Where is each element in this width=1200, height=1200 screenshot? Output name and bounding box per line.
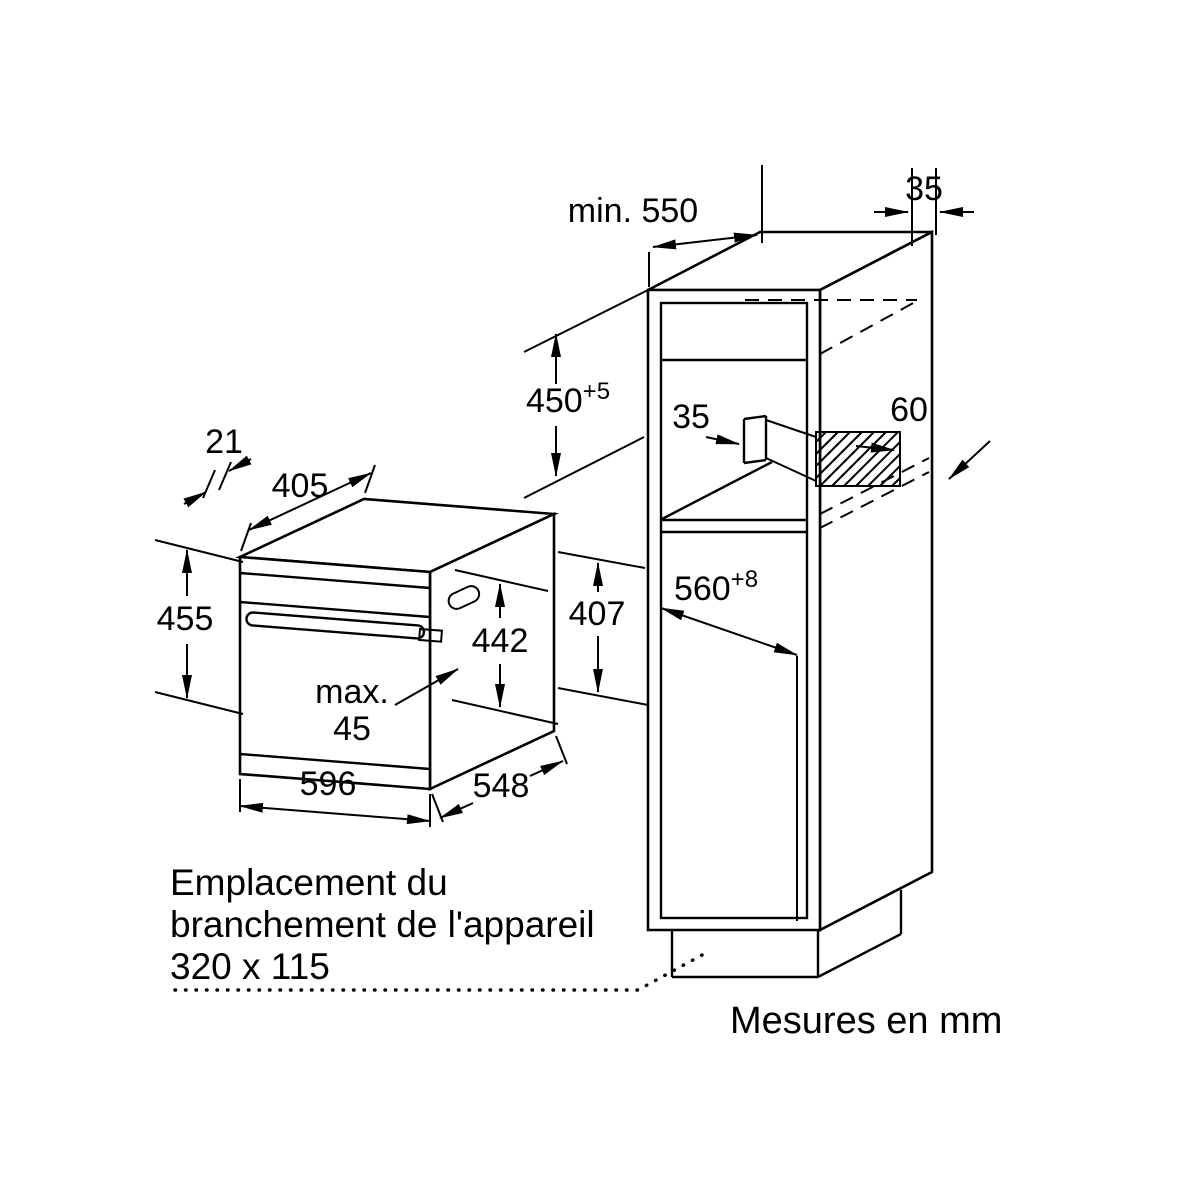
units-note: Mesures en mm bbox=[730, 1000, 1002, 1042]
connection-leader-dotted-line bbox=[173, 953, 704, 992]
dim-rail-offset-label: 35 bbox=[672, 398, 710, 436]
dim-height: 455 bbox=[154, 539, 244, 715]
dim-body-height-label: 442 bbox=[472, 622, 529, 660]
cabinet-hidden-edges bbox=[745, 299, 930, 529]
connection-note-line3: 320 x 115 bbox=[170, 946, 330, 987]
appliance-drawing bbox=[234, 497, 560, 792]
dim-niche-width-label: 560+8 bbox=[674, 566, 758, 608]
side-grip-cutout bbox=[447, 585, 481, 610]
dim-depth-label: 548 bbox=[473, 767, 530, 805]
dim-top-clearance: 35 bbox=[874, 168, 974, 246]
connection-note-line2: branchement de l'appareil bbox=[170, 904, 595, 945]
mounting-rail bbox=[742, 414, 817, 482]
dim-vent-depth-label: 60 bbox=[890, 391, 928, 429]
dim-niche-height: 450+5 bbox=[523, 288, 651, 499]
dim-cabinet-depth: min. 550 bbox=[568, 165, 763, 287]
handle-bracket bbox=[418, 627, 444, 643]
cabinet-plinth bbox=[670, 890, 903, 979]
dim-depth: 548 bbox=[431, 735, 568, 823]
dim-width: 596 bbox=[239, 765, 431, 827]
dim-rail-offset: 35 bbox=[672, 398, 740, 445]
dim-body-depth: 405 bbox=[240, 464, 376, 552]
dim-door-thickness-label: 21 bbox=[205, 423, 243, 461]
door-handle bbox=[245, 611, 426, 640]
dim-top-clearance-label: 35 bbox=[905, 170, 943, 208]
cabinet-right-face bbox=[818, 229, 934, 933]
wall-pointer-arrow bbox=[948, 440, 991, 480]
dim-width-label: 596 bbox=[300, 765, 357, 803]
dim-max-gap: max. 45 bbox=[315, 668, 459, 748]
dim-height-label: 455 bbox=[157, 600, 214, 638]
connection-note-line1: Emplacement du bbox=[170, 862, 448, 903]
cabinet-shelves bbox=[661, 358, 807, 921]
dim-side-height-label: 407 bbox=[569, 595, 626, 633]
dim-max-gap-label: max. bbox=[315, 673, 389, 711]
dim-cabinet-depth-label: min. 550 bbox=[568, 192, 698, 230]
dim-door-thickness: 21 bbox=[183, 423, 252, 508]
dim-niche-height-label: 450+5 bbox=[526, 378, 610, 420]
dim-max-gap-value: 45 bbox=[333, 710, 371, 748]
dim-side-height: 407 bbox=[557, 551, 649, 706]
cabinet-front-face bbox=[646, 288, 822, 932]
dim-body-height: 442 bbox=[451, 569, 559, 725]
dim-niche-width: 560+8 bbox=[660, 566, 798, 656]
dim-vent-depth: 60 bbox=[855, 391, 928, 453]
connection-note: Emplacement du branchement de l'appareil… bbox=[170, 862, 704, 992]
appliance-front-details bbox=[239, 571, 481, 771]
dim-body-depth-label: 405 bbox=[272, 467, 329, 505]
